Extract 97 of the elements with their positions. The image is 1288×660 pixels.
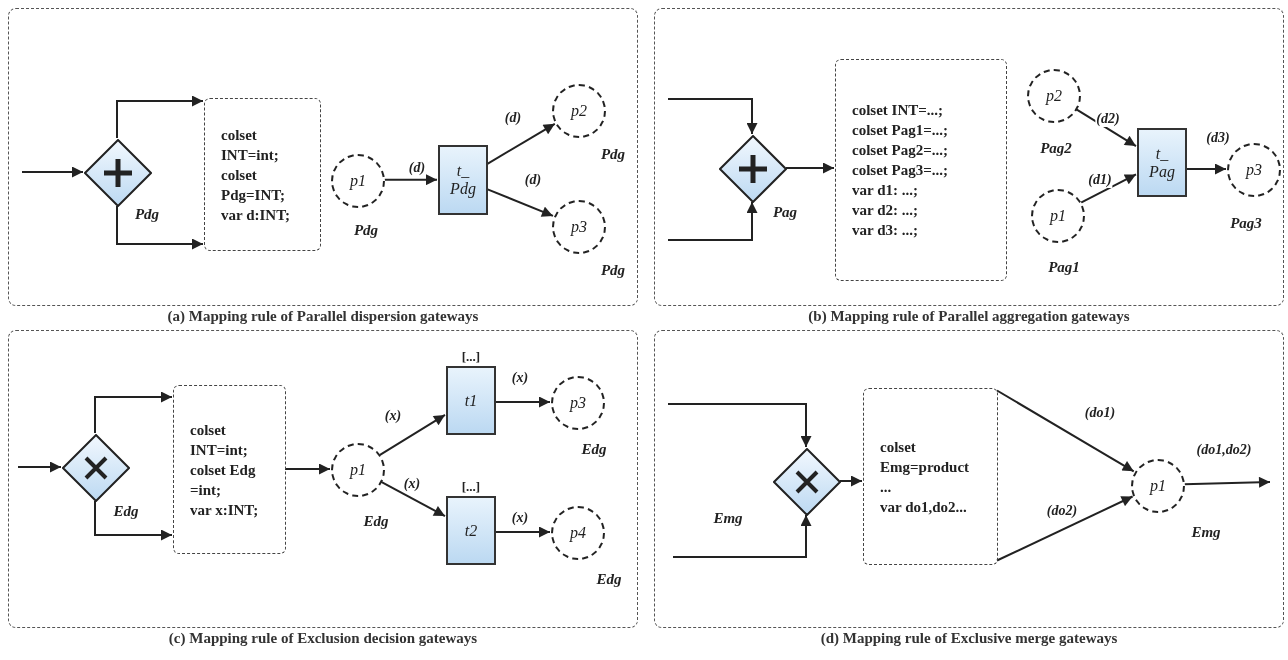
declaration-box <box>863 388 998 565</box>
code-line: var d:INT; <box>221 205 291 225</box>
transition-box <box>1137 128 1187 197</box>
code-line: Emg=product <box>880 457 970 477</box>
code-line: var d3: ...; <box>852 221 918 240</box>
code-line: colset Edg <box>190 460 256 480</box>
arrow <box>116 205 204 250</box>
arrow <box>667 98 758 135</box>
color-set-label: Emg <box>1191 523 1221 541</box>
color-set-label: Pdg <box>600 145 626 163</box>
arrow <box>94 391 173 434</box>
arrow <box>839 475 863 487</box>
edge-label: (d) <box>407 160 427 176</box>
declaration-box <box>173 385 286 554</box>
code-line: INT=int; <box>221 145 279 165</box>
guard-label: [...] <box>461 479 481 495</box>
place-name: p1 <box>350 172 366 190</box>
arrow <box>116 95 204 139</box>
code-line: INT=int; <box>190 440 248 460</box>
transition-name: t_ Pag <box>1148 144 1176 181</box>
color-set-label: Edg <box>113 502 139 520</box>
code-line: colset INT=...; <box>852 101 944 120</box>
arrow <box>667 201 758 241</box>
place-name: p3 <box>570 394 586 412</box>
arrow <box>996 495 1134 562</box>
transition-name: t1 <box>464 391 478 410</box>
panel-caption: (d) Mapping rule of Exclusive merge gateways <box>819 630 1119 647</box>
place-name: p4 <box>570 524 586 542</box>
edge-label: (do1,do2) <box>1195 442 1253 458</box>
color-set-label: Pdg <box>134 205 160 223</box>
color-set-label: Pdg <box>353 221 379 239</box>
arrow <box>996 389 1135 473</box>
arrow <box>785 162 835 174</box>
code-line: var do1,do2... <box>880 497 967 517</box>
code-line: colset Pag1=...; <box>852 121 949 140</box>
edge-label: (do1) <box>1083 405 1117 421</box>
color-set-label: Pdg <box>600 261 626 279</box>
arrow <box>1080 173 1137 204</box>
edge-label: (x) <box>510 510 530 526</box>
transition-box <box>446 496 496 565</box>
panel-caption: (b) Mapping rule of Parallel aggregation gateways <box>807 308 1131 325</box>
code-line: var d1: ...; <box>852 181 918 200</box>
code-line: colset <box>221 125 257 145</box>
code-line: colset <box>221 165 257 185</box>
edge-label: (d3) <box>1205 130 1231 146</box>
arrow <box>379 413 446 456</box>
arrow <box>94 500 173 541</box>
arrow <box>667 403 812 448</box>
code-line: colset Pag3=...; <box>852 161 949 180</box>
transition-name: t_ Pdg <box>449 162 477 198</box>
edge-label: (do2) <box>1045 503 1079 519</box>
arrow <box>21 166 84 178</box>
color-set-label: Edg <box>363 512 389 530</box>
color-set-label: Edg <box>581 440 607 458</box>
place-name: p3 <box>571 218 587 236</box>
code-line: var x:INT; <box>190 500 259 520</box>
guard-label: [...] <box>461 349 481 365</box>
color-set-label: Pag <box>772 203 798 221</box>
arrow <box>284 463 331 475</box>
color-set-label: Edg <box>596 570 622 588</box>
place-name: p2 <box>1046 87 1062 105</box>
panel-caption: (a) Mapping rule of Parallel dispersion gateways <box>166 308 480 325</box>
code-line: =int; <box>190 480 222 500</box>
place-name: p3 <box>1246 161 1262 179</box>
color-set-label: Pag3 <box>1230 214 1262 232</box>
transition-name: t2 <box>464 521 478 540</box>
arrow <box>17 461 62 473</box>
place-name: p2 <box>571 102 587 120</box>
place-name: p1 <box>1050 207 1066 225</box>
arrow <box>383 174 438 186</box>
edge-label: (d1) <box>1087 172 1113 188</box>
color-set-label: Emg <box>713 509 743 527</box>
place-name: p1 <box>1150 477 1166 495</box>
arrow <box>1183 476 1271 488</box>
code-line: colset Pag2=...; <box>852 141 949 160</box>
edge-label: (x) <box>402 476 422 492</box>
edge-label: (d) <box>523 172 543 188</box>
edge-label: (x) <box>383 408 403 424</box>
code-line: Pdg=INT; <box>221 185 286 205</box>
edge-label: (d2) <box>1095 111 1121 127</box>
declaration-box <box>204 98 321 251</box>
arrow <box>672 514 812 558</box>
place-name: p1 <box>350 461 366 479</box>
declaration-box <box>835 59 1007 281</box>
edge-label: (x) <box>510 370 530 386</box>
code-line: var d2: ...; <box>852 201 918 220</box>
arrow <box>1075 108 1137 148</box>
code-line: colset <box>880 437 916 457</box>
color-set-label: Pag2 <box>1040 139 1072 157</box>
color-set-label: Pag1 <box>1048 258 1080 276</box>
transition-box <box>438 145 488 215</box>
arrow <box>379 480 446 518</box>
panel-caption: (c) Mapping rule of Exclusion decision gateways <box>167 630 479 647</box>
edge-label: (d) <box>503 110 523 126</box>
code-line: ... <box>880 477 892 497</box>
code-line: colset <box>190 420 226 440</box>
transition-box <box>446 366 496 435</box>
